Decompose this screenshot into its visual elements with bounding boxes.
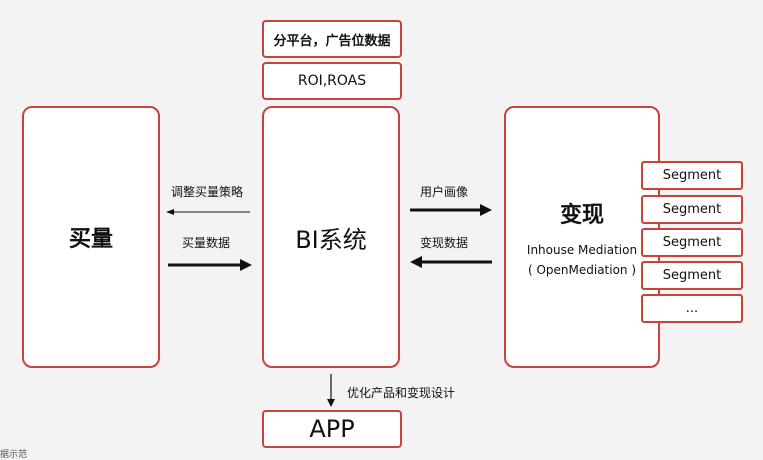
segment-label: Segment <box>662 202 722 217</box>
monetize-data-arrow <box>410 256 492 268</box>
monetize-data-label: 变现数据 <box>420 236 469 250</box>
adjust-strategy-arrow <box>166 209 250 215</box>
buy-box: 买量 <box>22 106 160 368</box>
segment-label: Segment <box>662 235 722 250</box>
user-profile-arrow <box>410 204 492 216</box>
monetize-subtitle-paren: ( OpenMediation ) <box>527 263 637 277</box>
adjust-strategy-label: 调整买量策略 <box>171 185 244 199</box>
optimize-down-arrow <box>327 374 335 407</box>
monetize-title: 变现 <box>559 203 604 228</box>
roi-roas-label: ROI,ROAS <box>297 73 367 89</box>
segment-box: Segment <box>641 161 743 190</box>
segment-ellipsis-label: ... <box>685 301 699 316</box>
platform-ad-data-label: 分平台，广告位数据 <box>273 33 391 49</box>
monetize-subtitle: Inhouse Mediation <box>526 243 638 257</box>
segment-box: Segment <box>641 195 743 224</box>
buy-data-arrow <box>168 259 252 271</box>
segment-box: Segment <box>641 228 743 257</box>
segment-label: Segment <box>662 168 722 183</box>
buy-title: 买量 <box>68 227 113 252</box>
user-profile-label: 用户画像 <box>420 185 469 199</box>
app-title: APP <box>309 415 355 443</box>
segment-label: Segment <box>662 268 722 283</box>
segment-box: Segment <box>641 261 743 290</box>
segment-ellipsis-box: ... <box>641 294 743 323</box>
bi-system-box: BI系统 <box>262 106 400 368</box>
app-box: APP <box>262 410 402 448</box>
bi-system-title: BI系统 <box>295 225 367 254</box>
buy-data-label: 买量数据 <box>182 236 231 250</box>
platform-ad-data-box: 分平台，广告位数据 <box>262 20 402 58</box>
roi-roas-box: ROI,ROAS <box>262 62 402 100</box>
optimize-label: 优化产品和变现设计 <box>347 386 456 400</box>
